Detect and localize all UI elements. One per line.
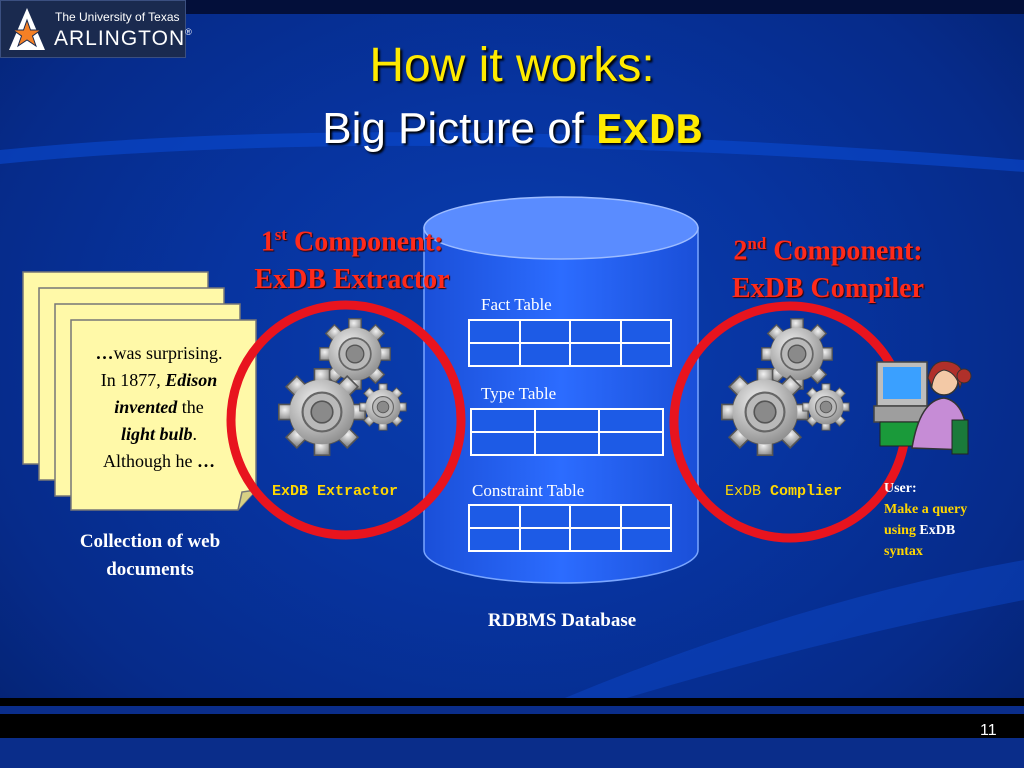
document-excerpt: …was surprising. In 1877, Edison invente… [95,343,223,471]
type-table-grid [470,408,664,456]
fact-table-label: Fact Table [481,295,552,314]
logo-line-2: ARLINGTON® [54,27,193,50]
fact-table-grid [468,319,672,367]
extractor-ring [226,300,466,540]
document-stack [22,271,257,511]
uta-star-icon [9,8,45,50]
compiler-label: ExDB Complier [725,483,843,500]
extractor-gears [277,317,407,457]
component-2-heading: 2nd Component: ExDB Compiler [731,234,925,305]
documents-caption: Collection of web documents [79,531,221,580]
constraint-table-label: Constraint Table [472,481,585,500]
database-cylinder [423,196,699,584]
user-description: User: Make a query using ExDB syntax [884,481,968,559]
type-table-label: Type Table [481,384,557,403]
slide-title: How it works: [369,39,655,92]
constraint-table-grid [468,504,672,552]
logo-line-1: The University of Texas [55,10,180,24]
page-number: 11 [980,722,997,739]
user-computer-icon [873,360,972,455]
slide-subtitle: Big Picture of ExDB [322,104,702,157]
component-1-heading: 1st Component: ExDB Extractor [254,225,450,296]
database-caption: RDBMS Database [487,610,637,631]
extractor-label: ExDB Extractor [272,483,399,500]
compiler-gears [720,317,850,457]
uta-logo: The University of Texas ARLINGTON® [0,0,192,58]
